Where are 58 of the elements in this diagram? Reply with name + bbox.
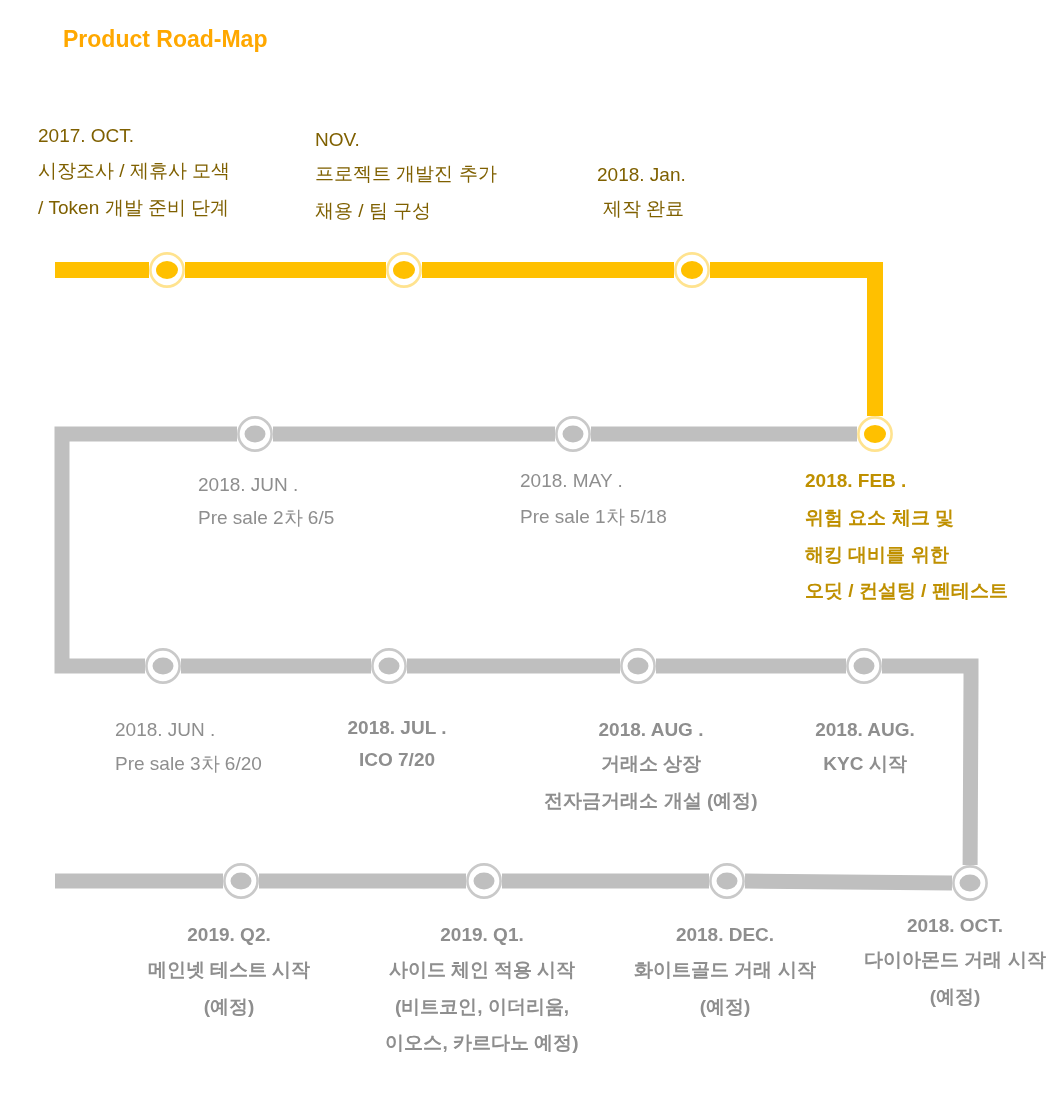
milestone-dot	[223, 863, 259, 899]
milestone-date: 2018. Jan.	[597, 163, 686, 188]
timeline-line	[882, 658, 979, 866]
timeline-line	[422, 262, 674, 278]
diagram-title: Product Road-Map	[63, 28, 268, 51]
milestone-dot	[237, 416, 273, 452]
timeline-line	[656, 658, 846, 674]
milestone-description: Pre sale 3차 6/20	[115, 752, 262, 777]
milestone-description: 사이드 체인 적용 시작 (비트코인, 이더리움, 이오스, 카르다노 예정)	[385, 958, 579, 1056]
milestone-date: 2017. OCT.	[38, 124, 135, 149]
milestone-date: 2018. AUG.	[815, 718, 915, 743]
milestone-date: NOV.	[315, 128, 360, 153]
timeline-line	[273, 426, 555, 442]
milestone-dot	[149, 252, 185, 288]
milestone-date: 2018. AUG .	[598, 718, 704, 743]
timeline-line	[181, 658, 371, 674]
timeline-line	[55, 873, 223, 889]
timeline-line	[710, 262, 883, 416]
milestone-dot	[386, 252, 422, 288]
milestone-date: 2018. MAY .	[520, 469, 623, 494]
timeline-line	[591, 426, 857, 442]
milestone-dot	[466, 863, 502, 899]
milestone-dot	[145, 648, 181, 684]
milestone-dot	[857, 416, 893, 452]
milestone-description: 메인넷 테스트 시작 (예정)	[147, 958, 311, 1019]
milestone-dot	[952, 865, 988, 901]
milestone-date: 2018. JUL .	[347, 716, 447, 741]
timeline-line	[407, 658, 620, 674]
milestone-description: Pre sale 2차 6/5	[198, 506, 335, 531]
milestone-description: ICO 7/20	[359, 748, 435, 773]
milestone-date: 2019. Q2.	[187, 923, 271, 948]
milestone-description: 제작 완료	[603, 197, 685, 222]
milestone-description: 다이아몬드 거래 시작 (예정)	[864, 948, 1046, 1009]
milestone-description: 화이트골드 거래 시작 (예정)	[634, 958, 816, 1019]
timeline-line	[54, 426, 237, 674]
milestone-dot	[674, 252, 710, 288]
milestone-description: KYC 시작	[823, 752, 907, 777]
milestone-dot	[709, 863, 745, 899]
milestone-date: 2018. OCT.	[906, 914, 1004, 939]
milestone-dot	[371, 648, 407, 684]
milestone-date: 2018. FEB .	[805, 469, 907, 494]
milestone-date: 2019. Q1.	[440, 923, 524, 948]
milestone-date: 2018. DEC.	[675, 923, 775, 948]
milestone-description: 거래소 상장 전자금거래소 개설 (예정)	[544, 752, 758, 813]
milestone-description: 시장조사 / 제휴사 모색 / Token 개발 준비 단계	[38, 159, 231, 220]
timeline-line	[185, 262, 386, 278]
timeline-line	[502, 873, 709, 889]
timeline-line	[55, 262, 149, 278]
milestone-description: 위험 요소 체크 및 해킹 대비를 위한 오딧 / 컨설팅 / 펜테스트	[805, 506, 1008, 604]
milestone-date: 2018. JUN .	[198, 473, 299, 498]
milestone-dot	[620, 648, 656, 684]
milestone-description: Pre sale 1차 5/18	[520, 505, 667, 530]
milestone-date: 2018. JUN .	[115, 718, 216, 743]
timeline-line	[259, 873, 466, 889]
milestone-description: 프로젝트 개발진 추가 채용 / 팀 구성	[315, 162, 497, 223]
milestone-dot	[846, 648, 882, 684]
milestone-dot	[555, 416, 591, 452]
timeline-line	[744, 873, 953, 891]
